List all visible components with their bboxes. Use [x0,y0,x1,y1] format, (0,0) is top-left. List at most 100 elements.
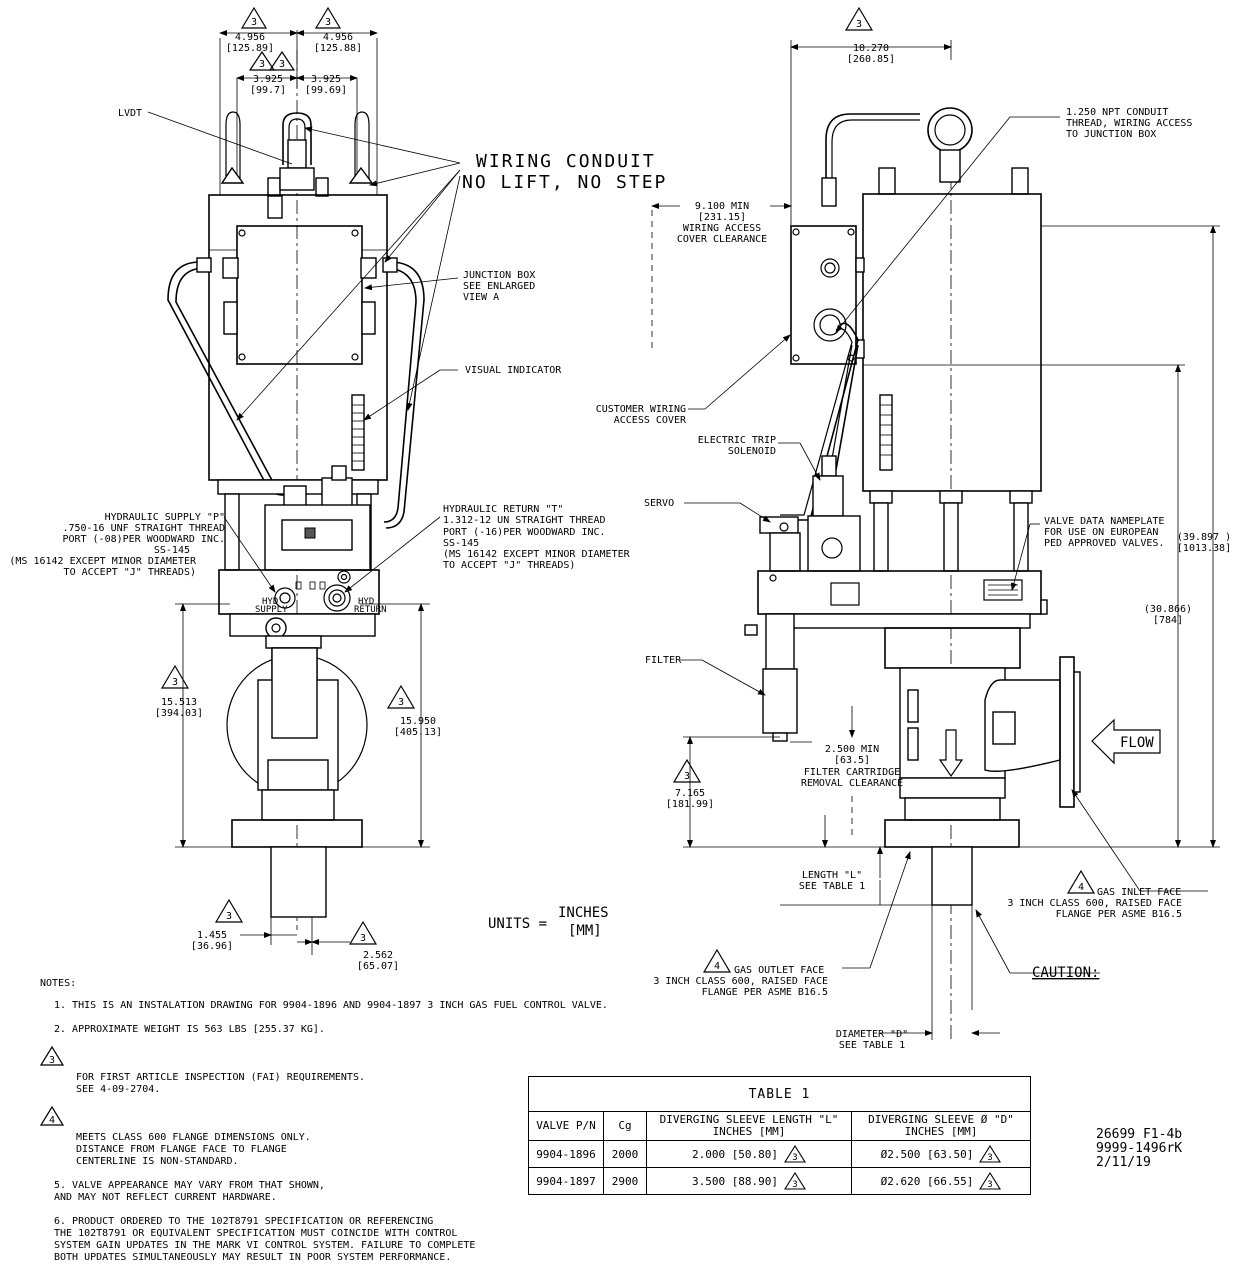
tri3-badge: 3 [844,6,874,31]
valve-nameplate-label: VALVE DATA NAMEPLATE FOR USE ON EUROPEAN… [1044,516,1164,549]
tri3-badge: 3 [979,1145,1002,1163]
svg-text:GAS OUTLET FACE: GAS OUTLET FACE [734,965,824,976]
svg-text:3: 3 [279,59,285,70]
dim-3925-right-mm: [99.69] [305,85,347,96]
svg-text:(MS 16142 EXCEPT MINOR DIAMETE: (MS 16142 EXCEPT MINOR DIAMETER [9,556,197,567]
svg-text:THREAD, WIRING ACCESS: THREAD, WIRING ACCESS [1066,118,1192,129]
svg-text:GAS INLET FACE: GAS INLET FACE [1097,887,1181,898]
gas-outlet-label: 4 GAS OUTLET FACE 3 INCH CLASS 600, RAIS… [653,948,828,998]
row-2-pn: 9904-1897 [528,1167,604,1195]
front-view: HYD SUPPLY HYD RETURN [9,6,667,972]
junction-box-label-1: JUNCTION BOX [463,270,535,281]
svg-text:3: 3 [792,1180,797,1190]
servo-label: SERVO [644,498,674,509]
customer-wiring-label: CUSTOMER WIRING ACCESS COVER [596,404,687,426]
table-1: TABLE 1 VALVE P/N Cg DIVERGING SLEEVE LE… [528,1076,1031,1195]
dim-10270-mm: [260.85] [847,54,895,65]
svg-text:3: 3 [226,911,232,922]
hyd-supply-label: HYDRAULIC SUPPLY "P" .750-16 UNF STRAIGH… [9,512,225,578]
svg-text:3: 3 [792,1153,797,1163]
row-2-length: 3.500 [88.90]3 [646,1167,852,1195]
wiring-access-mm: [231.15] [698,212,746,223]
wiring-access-dim: 9.100 MIN [695,201,749,212]
gas-inlet-label: 4 GAS INLET FACE 3 INCH CLASS 600, RAISE… [1007,869,1182,920]
wiring-conduit-label: WIRING CONDUIT [476,151,656,172]
row-1-pn: 9904-1896 [528,1140,604,1168]
row-2-dia: Ø2.620 [66.55]3 [851,1167,1031,1195]
indicator-ticks [352,404,364,462]
note-4: 4 MEETS CLASS 600 FLANGE DIMENSIONS ONLY… [40,1106,680,1168]
filter-label: FILTER [645,655,682,666]
tri3-badge: 3 [979,1172,1002,1190]
filter-clearance-label-2: REMOVAL CLEARANCE [801,778,903,789]
row-1-cg: 2000 [603,1140,647,1168]
diameter-d-label: DIAMETER "D" [836,1029,908,1040]
svg-text:(MS 16142 EXCEPT MINOR DIAMETE: (MS 16142 EXCEPT MINOR DIAMETER [443,549,631,560]
filter-clearance-dim: 2.500 MIN [825,744,879,755]
svg-text:FLANGE PER ASME B16.5: FLANGE PER ASME B16.5 [702,987,828,998]
svg-text:3: 3 [684,771,690,782]
svg-text:TO JUNCTION BOX: TO JUNCTION BOX [1066,129,1156,140]
drawing-revision: 9999-1496rK [1096,1141,1183,1156]
dim-4956-right: 4.956 [323,32,353,43]
dim-2562-mm: [65.07] [357,961,399,972]
tri3-badge: 3 [784,1145,807,1163]
hyd-return-tag-1: HYD [358,597,374,607]
svg-text:ACCESS COVER: ACCESS COVER [614,415,687,426]
svg-text:.750-16 UNF STRAIGHT THREAD: .750-16 UNF STRAIGHT THREAD [62,523,225,534]
svg-text:TO ACCEPT "J" THREADS): TO ACCEPT "J" THREADS) [64,567,196,578]
dim-3925-right: 3.925 [311,74,341,85]
units-inches: INCHES [558,905,609,921]
svg-text:3: 3 [251,17,257,28]
svg-text:3: 3 [398,697,404,708]
dim-7165-mm: [181.99] [666,799,714,810]
installation-drawing: HYD SUPPLY HYD RETURN [9,6,1231,1051]
dim-30866-mm: [784] [1153,615,1183,626]
table-row: 9904-1897 2900 3.500 [88.90]3 Ø2.620 [66… [528,1167,1031,1195]
note-5: 5. VALVE APPEARANCE MAY VARY FROM THAT S… [54,1180,325,1203]
svg-text:PED APPROVED VALVES.: PED APPROVED VALVES. [1044,538,1164,549]
dim-15513-mm: [394.03] [155,708,203,719]
svg-text:1.312-12 UN STRAIGHT THREAD: 1.312-12 UN STRAIGHT THREAD [443,515,606,526]
svg-text:4: 4 [1078,882,1084,893]
hyd-return-tag-2: RETURN [354,605,387,615]
svg-text:FOR USE ON EUROPEAN: FOR USE ON EUROPEAN [1044,527,1158,538]
svg-text:CUSTOMER WIRING: CUSTOMER WIRING [596,404,686,415]
svg-text:HYDRAULIC RETURN "T": HYDRAULIC RETURN "T" [443,504,563,515]
electric-trip-label: ELECTRIC TRIP SOLENOID [698,435,776,457]
filter-clearance-mm: [63.5] [834,755,870,766]
svg-text:FLANGE PER ASME B16.5: FLANGE PER ASME B16.5 [1056,909,1182,920]
filter-clearance-label: FILTER CARTRIDGE [804,767,900,778]
dim-10270: 10.270 [853,43,889,54]
conduit-thread-label: 1.250 NPT CONDUIT THREAD, WIRING ACCESS … [1066,107,1192,140]
col-header-dia: DIVERGING SLEEVE Ø "D" INCHES [MM] [851,1111,1031,1141]
dim-1455: 1.455 [197,930,227,941]
svg-text:HYDRAULIC SUPPLY "P": HYDRAULIC SUPPLY "P" [105,512,225,523]
col-header-cg: Cg [603,1111,647,1141]
tri3-badge: 3 [160,664,190,689]
drawing-number-block: 26699 F1-4b 9999-1496rK 2/11/19 [1096,1128,1182,1170]
dim-7165: 7.165 [675,788,705,799]
tri3-badge: 3 [348,920,378,945]
svg-text:PORT (-08)PER WOODWARD INC.: PORT (-08)PER WOODWARD INC. [62,534,225,545]
note-1: 1. THIS IS AN INSTALATION DRAWING FOR 99… [54,1000,608,1011]
col-header-length: DIVERGING SLEEVE LENGTH "L" INCHES [MM] [646,1111,852,1141]
note-2: 2. APPROXIMATE WEIGHT IS 563 LBS [255.37… [54,1024,325,1035]
notes-header: NOTES: [40,978,77,989]
svg-text:3: 3 [988,1153,993,1163]
svg-text:SOLENOID: SOLENOID [728,446,776,457]
no-lift-no-step-label: NO LIFT, NO STEP [462,172,667,193]
tri3-badge: 3 [314,6,342,29]
hyd-supply-tag-2: SUPPLY [255,605,288,615]
svg-text:ELECTRIC TRIP: ELECTRIC TRIP [698,435,776,446]
wiring-access-label-2: COVER CLEARANCE [677,234,767,245]
side-view: 3 10.270 [260.85] 9.100 MIN [231.15] WIR… [596,6,1231,1051]
length-l-label: LENGTH "L" [802,870,862,881]
dim-15950-mm: [405.13] [394,727,442,738]
indicator-ticks-side [880,404,892,456]
hyd-supply-tag-1: HYD [262,597,278,607]
dim-39897-mm: [1013.38] [1177,543,1231,554]
svg-text:SS-145: SS-145 [154,545,190,556]
dim-2562: 2.562 [363,950,393,961]
drawing-number: 26699 F1-4b [1096,1127,1183,1142]
